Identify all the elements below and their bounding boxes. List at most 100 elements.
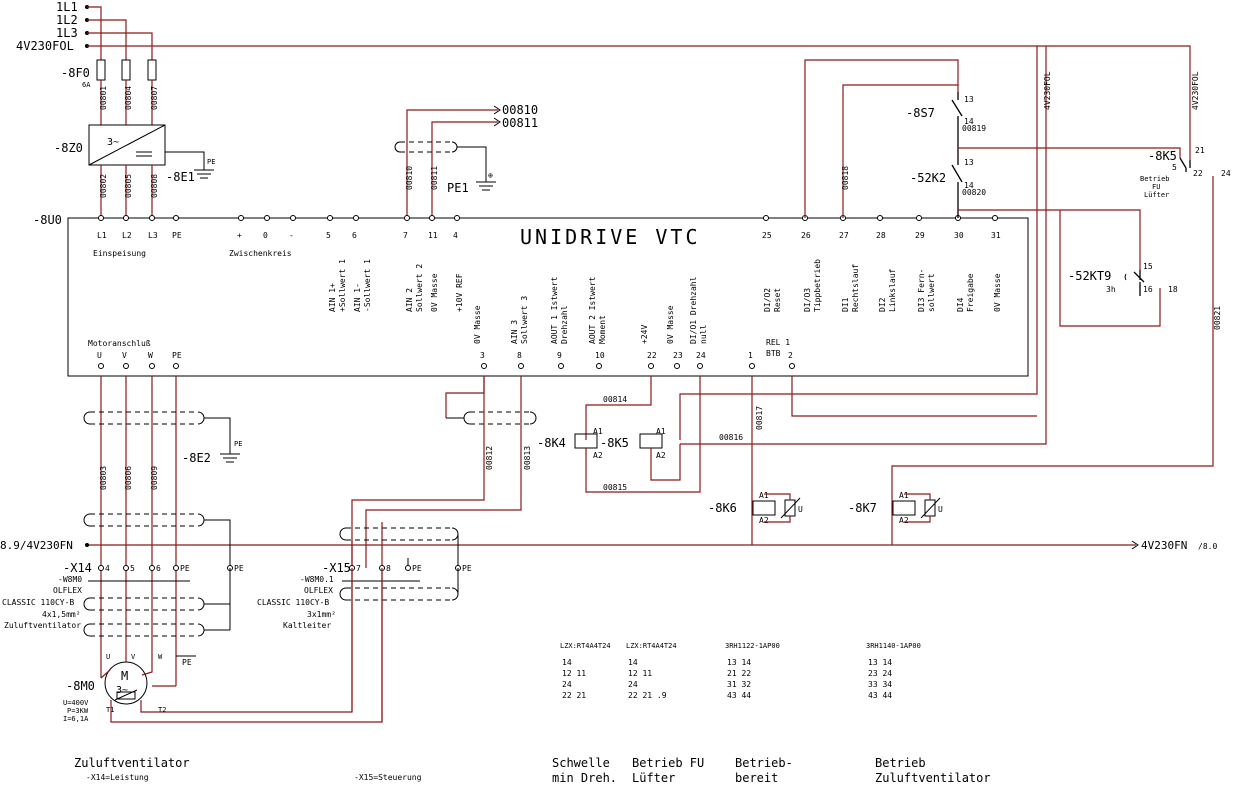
drive-bottom-terminal-label: 9 [557,351,562,360]
filter-earth-tag: -8E1 [166,170,195,184]
drive-top-terminal-label: 4 [453,231,458,240]
contact-table-row: 31 32 [727,680,751,689]
drive-top-terminal-label: 7 [403,231,408,240]
drive-top-terminal-label: 25 [762,231,772,240]
supply-fol-label: 4V230FOL [16,39,74,53]
drive-top-function-label: AIN 1+ [328,283,337,312]
svg-text:18: 18 [1168,285,1178,294]
drive-top-function-label: AIN 1- [353,283,362,312]
footer: Zuluftventilator -X14=Leistung -X15=Steu… [74,756,991,785]
wire-00804: 00804 [124,86,133,110]
drive-bottom-function-label: AOUT 1 Istwert [550,276,559,344]
drive-top-function-label: DI3 Fern- [917,269,926,312]
svg-text:24: 24 [1221,169,1231,178]
motor-8m0: -8M0 M 3~ U V W T1 T2 U=400V P=3KW I=6,1… [63,522,383,723]
drive-top-terminal-label: 29 [915,231,925,240]
svg-text:A2: A2 [593,451,603,460]
svg-text:3~: 3~ [107,137,119,148]
drive-bottom-function-label: Moment [598,315,607,344]
svg-text:PE: PE [234,564,244,573]
drive-top-terminal [916,215,922,221]
relay-k5-tag: -8K5 [600,436,629,450]
drive-bottom-function-label: +24V [640,325,649,344]
svg-text:A2: A2 [759,516,769,525]
drive-top-terminal [353,215,359,221]
drive-bottom-terminal-label: V [122,351,127,360]
svg-text:21: 21 [1195,146,1205,155]
drive-zwischenkreis: Zwischenkreis [229,249,292,258]
footer-col1-sub1: -X14=Leistung [86,773,149,782]
contact-table-title: 3RH1140-1AP00 [866,642,921,650]
x14-cable-size: 4x1,5mm² [42,610,81,619]
drive-top-terminal [763,215,769,221]
drive-top-terminal-label: 6 [352,231,357,240]
filter-pe: PE [207,158,215,166]
footer-col5: Betrieb [875,756,926,770]
svg-text:A2: A2 [656,451,666,460]
svg-text:A2: A2 [899,516,909,525]
drive-top-terminal-label: L3 [148,231,158,240]
wire-00806: 00806 [124,466,133,490]
svg-text:6: 6 [156,564,161,573]
wire-00810: 00810 [405,166,414,190]
contact-52k2-tag: -52K2 [910,171,946,185]
svg-text:U: U [938,505,943,514]
drive-bottom-terminal [596,363,602,369]
drive-bottom-terminal-label: 24 [696,351,706,360]
drive-bottom-terminal [481,363,487,369]
fuse-8f0: -8F0 6A 00801 00804 00807 [61,59,159,125]
drive-top-terminal-label: 11 [428,231,438,240]
drive-top-terminal-label: L1 [97,231,107,240]
control-contacts: 00818 -8S7 13 14 00819 -52K2 13 14 00820… [679,46,1231,545]
svg-text:3~: 3~ [116,685,128,696]
filter-8z0: -8Z0 3~ 00802 00805 00808 PE -8E1 [54,124,215,218]
svg-text:A1: A1 [759,491,769,500]
drive-top-terminal [429,215,435,221]
drive-top-terminal-label: 27 [839,231,849,240]
motor-cable: PE -8E2 00803 00806 00809 -X14 4 5 6 PE … [2,376,244,686]
svg-text:5: 5 [130,564,135,573]
contact-table-title: LZX:RT4A4T24 [560,642,611,650]
drive-top-terminal-label: 26 [801,231,811,240]
drive-bottom-terminal [149,363,155,369]
fuse-tag: -8F0 [61,66,90,80]
svg-text:16: 16 [1143,285,1153,294]
drive-top-terminal [992,215,998,221]
contact-table-title: 3RH1122-1AP00 [725,642,780,650]
drive-8u0: -8U0 UNIDRIVE VTC Einspeisung Zwischenkr… [33,213,1029,377]
timer-52kt9-tag: -52KT9 [1068,269,1111,283]
svg-text:Lüfter: Lüfter [1144,191,1169,199]
contact-table-row: 24 [562,680,572,689]
footer-col4: bereit [735,771,778,785]
shield-earth-symbol: ⊕ [488,171,493,180]
drive-title: UNIDRIVE VTC [520,225,701,249]
drive-top-function-label: DI2 [878,297,887,312]
x14-cable-type1: OLFLEX [53,586,82,595]
drive-top-terminal [264,215,270,221]
contact-table-row: 22 21 .9 [628,691,667,700]
drive-top-function-label: +Sollwert 1 [338,259,347,312]
drive-box [67,217,1029,377]
drive-top-terminal [238,215,244,221]
drive-bottom-terminal-label: 22 [647,351,657,360]
wire-00821: 00821 [1213,306,1222,330]
contact-8k5-tag: -8K5 [1148,149,1177,163]
drive-top-function-label: Tippbetrieb [813,259,822,312]
x14-cable-use: Zuluftventilator [4,621,81,630]
contact-table-row: 43 44 [868,691,892,700]
wire-00820: 00820 [962,188,986,197]
relays-k4-k5: 00814 -8K4 A1 A2 -8K5 A1 A2 00815 00816 … [537,376,1037,500]
drive-bottom-function-label: null [699,325,708,344]
svg-text:U: U [798,505,803,514]
drive-einspeisung: Einspeisung [93,249,146,258]
drive-bottom-function-label: 0V Masse [666,305,675,344]
drive-top-function-label: +10V REF [455,273,464,312]
supply-l3-label: 1L3 [56,26,78,40]
footer-col1-sub2: -X15=Steuerung [354,773,422,782]
drive-top-terminal-label: L2 [122,231,132,240]
drive-motoranschluss: Motoranschluß [88,339,151,348]
svg-text:8: 8 [386,564,391,573]
